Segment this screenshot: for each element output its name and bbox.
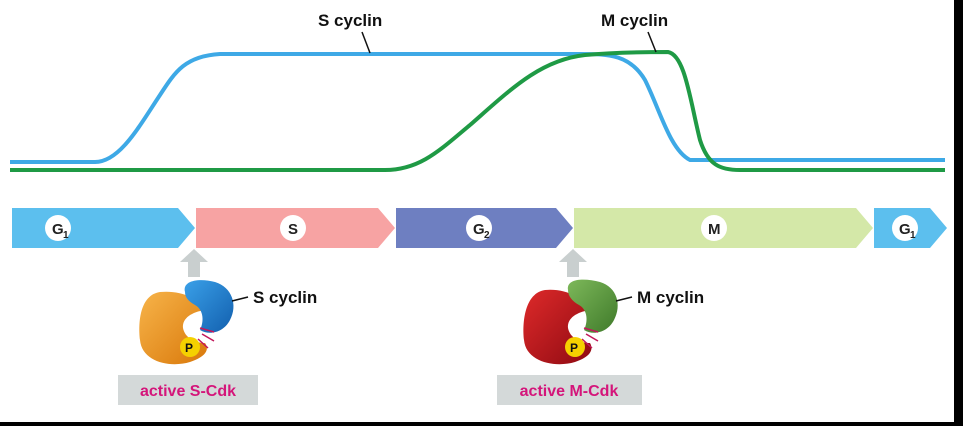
svg-text:G: G [473,221,485,238]
svg-text:1: 1 [910,230,916,241]
svg-text:active M-Cdk: active M-Cdk [520,383,619,400]
m-phosphate-icon [565,337,585,357]
active-m-cdk-box: active M-Cdk [497,375,642,405]
s-cyclin-leader [361,31,371,54]
svg-text:active S-Cdk: active S-Cdk [140,383,236,400]
svg-text:P: P [185,341,193,355]
svg-text:G: G [899,221,911,238]
m-cdk-complex: P M cyclin [523,279,704,365]
s-cdk-complex: P S cyclin [139,280,317,365]
m-cyclin-complex-label: M cyclin [637,288,704,307]
svg-text:M: M [708,221,721,238]
svg-text:S: S [288,221,298,238]
svg-text:2: 2 [484,230,490,241]
phase-s: S [196,208,395,248]
m-cyclin-leader [647,31,657,53]
phase-m: M [574,208,873,248]
phase-g1-end: G 1 [874,208,947,248]
svg-text:G: G [52,221,64,238]
s-cyclin-icon [184,280,234,333]
m-cdk-up-arrow [559,249,587,277]
svg-text:1: 1 [63,230,69,241]
s-cyclin-curve-label: S cyclin [318,11,382,30]
m-cyclin-curve [10,49,945,172]
svg-text:P: P [570,341,578,355]
s-cyclin-complex-label: S cyclin [253,288,317,307]
active-s-cdk-box: active S-Cdk [118,375,258,405]
frame-bottom-border [0,422,963,426]
m-cyclin-curve-label: M cyclin [601,11,668,30]
s-cdk-up-arrow [180,249,208,277]
phase-g1-start: G 1 [12,208,195,248]
frame-right-border [954,0,963,426]
m-cyclin-icon [567,279,618,333]
phase-g2: G 2 [396,208,573,248]
s-phosphate-icon [180,337,200,357]
s-cyclin-curve [10,52,945,164]
